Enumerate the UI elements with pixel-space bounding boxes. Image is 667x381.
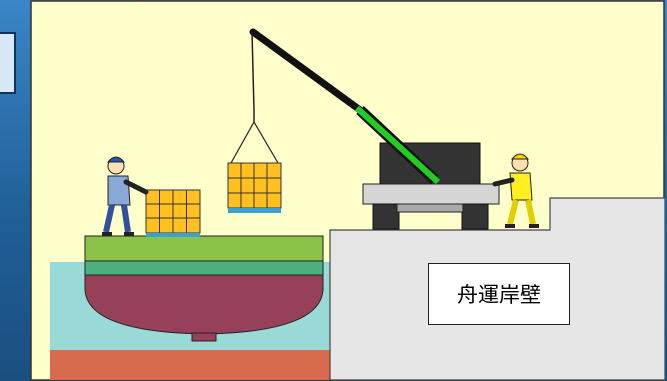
- truck-wheel: [372, 203, 400, 230]
- seabed: [50, 350, 340, 380]
- boat-deck: [84, 235, 324, 262]
- worker-on-quay: [492, 153, 539, 228]
- cargo-crate-on-boat: [145, 189, 201, 237]
- hanging-cargo: [227, 110, 282, 213]
- crane-truck: [249, 28, 500, 230]
- crane-cable: [251, 31, 255, 111]
- boat-keel: [191, 332, 217, 342]
- crane-boom: [354, 105, 441, 185]
- truck-body: [362, 183, 500, 205]
- crane-arm: [249, 28, 364, 114]
- side-tab: [0, 32, 16, 94]
- boat-band: [84, 260, 324, 276]
- truck-wheel: [461, 203, 489, 230]
- boat: [84, 235, 324, 342]
- quay-label: 舟運岸壁: [428, 263, 570, 325]
- unloading-diagram: [30, 0, 665, 381]
- worker-on-boat: [102, 156, 149, 236]
